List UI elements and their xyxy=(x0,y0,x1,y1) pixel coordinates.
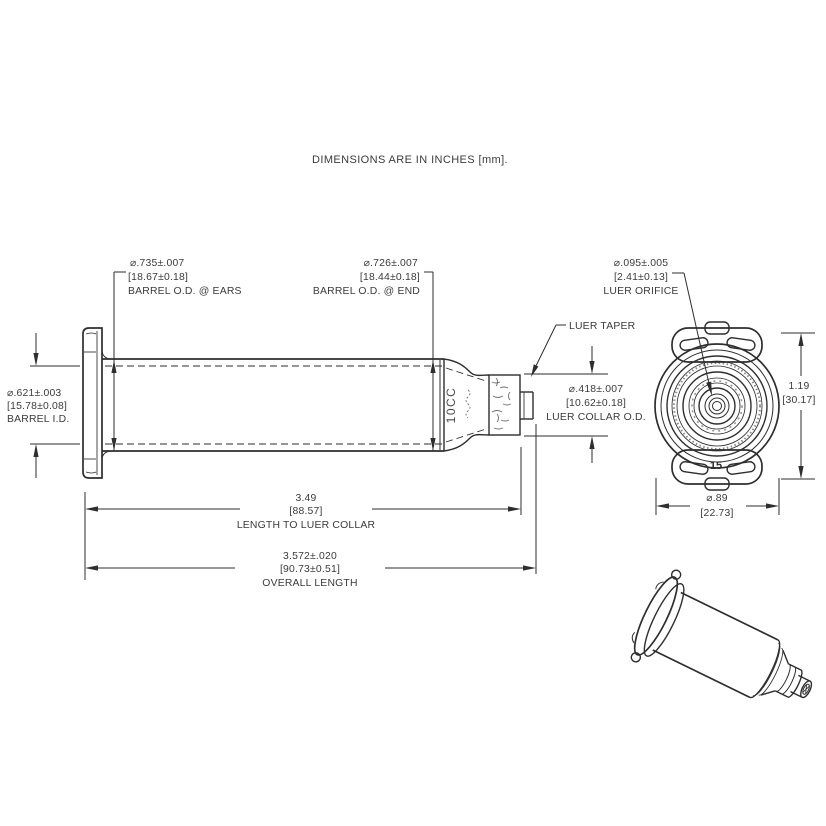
side-view-luer-collar xyxy=(488,374,534,436)
dim-length-to-luer-collar: 3.49 [88.57] LENGTH TO LUER COLLAR xyxy=(84,447,522,580)
dim-od-end-value-in: ⌀.726±.007 xyxy=(364,258,418,269)
dim-luer-collar-od: ⌀.418±.007 [10.62±0.18] LUER COLLAR O.D. xyxy=(524,346,646,463)
dim-barrel-id-label: BARREL I.D. xyxy=(7,414,69,425)
dim-od-ears-value-in: ⌀.735±.007 xyxy=(130,258,184,269)
dim-collar-od-value-mm: [10.62±0.18] xyxy=(566,398,626,409)
dim-height-value-in: 1.19 xyxy=(788,381,809,392)
dim-end-view-height: 1.19 [30.17] xyxy=(781,332,815,480)
callout-luer-orifice: ⌀.095±.005 [2.41±0.13] LUER ORIFICE xyxy=(603,258,712,396)
dim-width-value-mm: [22.73] xyxy=(700,508,733,519)
luer-taper-label: LUER TAPER xyxy=(569,321,636,332)
dim-barrel-id-value-in: ⌀.621±.003 xyxy=(7,388,61,399)
dim-od-end-label: BARREL O.D. @ END xyxy=(313,286,420,297)
dim-barrel-od-end: ⌀.726±.007 [18.44±0.18] BARREL O.D. @ EN… xyxy=(313,258,436,451)
side-view-flange xyxy=(82,327,113,479)
dim-collar-od-value-in: ⌀.418±.007 xyxy=(569,384,623,395)
dim-end-view-width: ⌀.89 [22.73] xyxy=(655,478,780,519)
dim-collar-length-label: LENGTH TO LUER COLLAR xyxy=(237,520,376,531)
dim-collar-length-value-in: 3.49 xyxy=(295,493,316,504)
dim-collar-length-value-mm: [88.57] xyxy=(289,506,322,517)
dim-width-value-in: ⌀.89 xyxy=(706,493,728,504)
units-note: DIMENSIONS ARE IN INCHES [mm]. xyxy=(312,154,508,166)
end-view: 15 xyxy=(654,321,780,491)
dim-od-end-value-mm: [18.44±0.18] xyxy=(360,272,420,283)
dim-collar-od-label: LUER COLLAR O.D. xyxy=(546,412,646,423)
dim-overall-value-mm: [90.73±0.51] xyxy=(280,564,340,575)
callout-luer-taper: LUER TAPER xyxy=(531,321,636,377)
dim-height-value-mm: [30.17] xyxy=(782,395,815,406)
dim-orifice-value-mm: [2.41±0.13] xyxy=(614,272,668,283)
barrel-molded-print: 10CC xyxy=(444,387,458,424)
dim-od-ears-label: BARREL O.D. @ EARS xyxy=(128,286,242,297)
dim-od-ears-value-mm: [18.67±0.18] xyxy=(128,272,188,283)
dim-barrel-od-ears: ⌀.735±.007 [18.67±0.18] BARREL O.D. @ EA… xyxy=(111,258,241,451)
dim-overall-label: OVERALL LENGTH xyxy=(262,578,357,589)
isometric-view xyxy=(630,569,813,699)
side-view-barrel: 10CC xyxy=(102,358,490,452)
dim-orifice-label: LUER ORIFICE xyxy=(603,286,678,297)
dim-barrel-id-value-mm: [15.78±0.08] xyxy=(7,401,67,412)
dim-barrel-id: ⌀.621±.003 [15.78±0.08] BARREL I.D. xyxy=(7,333,80,478)
end-view-size-mark: 15 xyxy=(710,460,722,472)
dim-overall-value-in: 3.572±.020 xyxy=(283,551,337,562)
dim-overall-length: 3.572±.020 [90.73±0.51] OVERALL LENGTH xyxy=(85,424,537,589)
dim-orifice-value-in: ⌀.095±.005 xyxy=(614,258,668,269)
